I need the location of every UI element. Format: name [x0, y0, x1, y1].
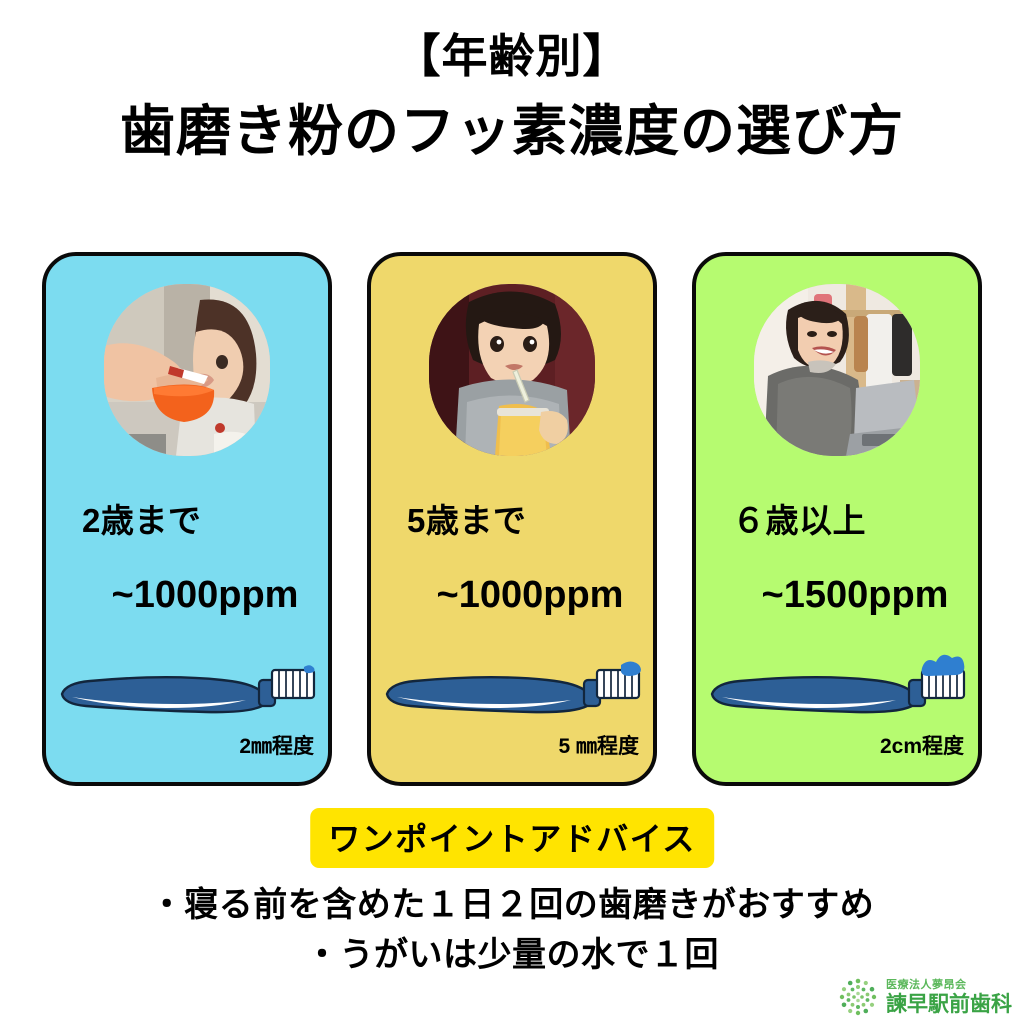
age-card-6-and-over: ６歳以上 ~1500ppm 2cm程度: [692, 252, 982, 786]
card-ppm-label: ~1500ppm: [761, 574, 949, 616]
age-card-up-to-5: 5歳まで ~1000ppm 5 ㎜程度: [367, 252, 657, 786]
baby-being-fed-photo: [104, 284, 270, 456]
card-age-label: 2歳まで: [82, 502, 202, 539]
toothbrush-illustration: [381, 650, 653, 730]
one-point-advice-badge: ワンポイントアドバイス: [310, 808, 714, 868]
clinic-logo-text: 医療法人夢昂会 諫早駅前歯科: [886, 978, 1012, 1016]
age-card-up-to-2: 2歳まで ~1000ppm 2㎜程度: [42, 252, 332, 786]
toddler-drinking-juice-photo: [429, 284, 595, 456]
title-line-1: 【年齢別】: [394, 30, 630, 82]
card-ppm-label: ~1000ppm: [436, 574, 624, 616]
advice-item: ・うがいは少量の水で１回: [305, 936, 719, 975]
clinic-logo-mark-icon: [837, 976, 879, 1018]
card-amount-label: 5 ㎜程度: [558, 735, 639, 758]
card-ppm-label: ~1000ppm: [111, 574, 299, 616]
title-line-2: 歯磨き粉のフッ素濃度の選び方: [119, 99, 904, 162]
card-amount-label: 2cm程度: [879, 735, 964, 758]
advice-item: ・寝る前を含めた１日２回の歯磨きがおすすめ: [149, 886, 875, 924]
page-title: 【年齢別】 歯磨き粉のフッ素濃度の選び方: [0, 28, 1024, 168]
card-amount-label: 2㎜程度: [239, 735, 314, 758]
adult-woman-with-laptop-photo: [754, 284, 920, 456]
age-cards-row: 2歳まで ~1000ppm 2㎜程度: [42, 252, 982, 786]
card-age-label: ６歳以上: [732, 502, 866, 539]
clinic-org-name: 医療法人夢昂会: [886, 978, 967, 991]
clinic-name: 諫早駅前歯科: [886, 992, 1012, 1016]
card-age-label: 5歳まで: [407, 502, 527, 539]
toothbrush-illustration: [706, 650, 978, 730]
advice-list: ・寝る前を含めた１日２回の歯磨きがおすすめ ・うがいは少量の水で１回: [0, 880, 1024, 981]
clinic-logo: 医療法人夢昂会 諫早駅前歯科: [837, 976, 1012, 1018]
toothbrush-illustration: [56, 650, 328, 730]
